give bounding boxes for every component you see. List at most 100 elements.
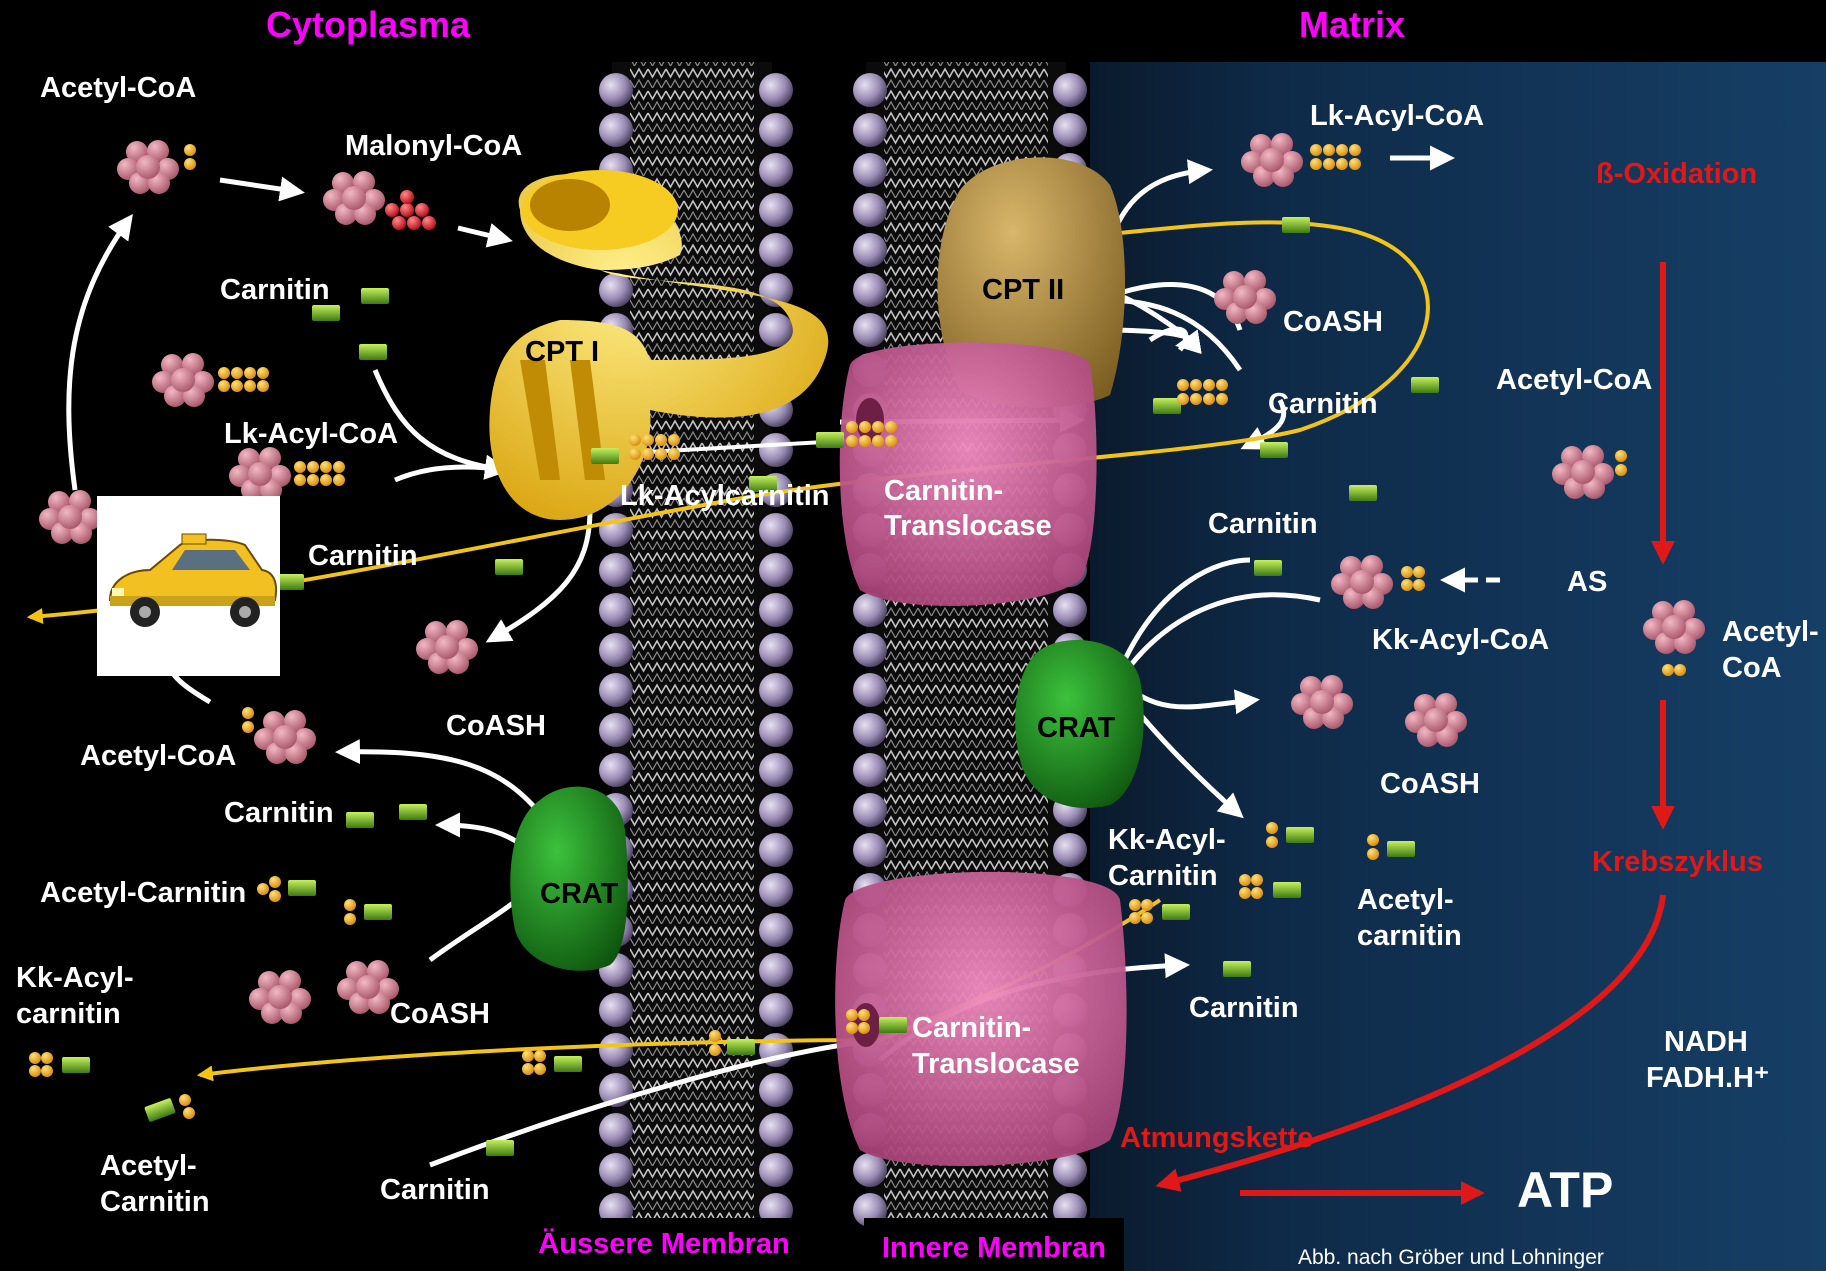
phospholipid-head	[1053, 73, 1087, 107]
outer-membrane-label-box: Äussere Membran	[505, 1218, 823, 1271]
phospholipid-head	[853, 753, 887, 787]
phospholipid-head	[1053, 1153, 1087, 1187]
phospholipid-head	[599, 753, 633, 787]
label-nadh: NADH	[1664, 1026, 1748, 1059]
phospholipid-head	[599, 113, 633, 147]
label-matrix-acetyl-carnitin-2: carnitin	[1357, 920, 1462, 953]
label-atmungskette: Atmungskette	[1120, 1122, 1313, 1155]
phospholipid-head	[759, 193, 793, 227]
phospholipid-head	[759, 113, 793, 147]
label-carnitin-upper: Carnitin	[220, 274, 330, 307]
label-carnitin-bottom: Carnitin	[380, 1174, 490, 1207]
phospholipid-head	[599, 73, 633, 107]
label-coash-lower: CoASH	[390, 998, 490, 1031]
label-matrix-carnitin-mid: Carnitin	[1208, 508, 1318, 541]
label-carnitin-lower: Carnitin	[224, 797, 334, 830]
phospholipid-head	[853, 833, 887, 867]
crat-matrix-label: CRAT	[1037, 712, 1115, 745]
phospholipid-head	[853, 713, 887, 747]
phospholipid-head	[759, 513, 793, 547]
phospholipid-head	[853, 233, 887, 267]
label-matrix-as: AS	[1567, 566, 1607, 599]
label-atp: ATP	[1517, 1162, 1613, 1218]
phospholipid-head	[759, 73, 793, 107]
label-acetyl-coa-top: Acetyl-CoA	[40, 72, 196, 105]
phospholipid-head	[759, 433, 793, 467]
label-matrix-acetyl-carnitin-1: Acetyl-	[1357, 884, 1454, 917]
phospholipid-head	[759, 993, 793, 1027]
phospholipid-head	[759, 633, 793, 667]
phospholipid-head	[599, 993, 633, 1027]
label-matrix-kk-acyl-carnitin-1: Kk-Acyl-	[1108, 824, 1226, 857]
translocase-bottom-label-1: Carnitin-	[912, 1012, 1031, 1045]
phospholipid-head	[853, 153, 887, 187]
label-lk-acyl-coa: Lk-Acyl-CoA	[224, 418, 398, 451]
label-beta-oxidation: ß-Oxidation	[1596, 158, 1757, 191]
label-matrix-lk-acyl-coa: Lk-Acyl-CoA	[1310, 100, 1484, 133]
label-krebszyklus: Krebszyklus	[1592, 846, 1763, 879]
phospholipid-head	[1053, 593, 1087, 627]
label-acetyl-carnitin: Acetyl-Carnitin	[40, 877, 246, 910]
phospholipid-head	[853, 193, 887, 227]
phospholipid-head	[599, 273, 633, 307]
phospholipid-head	[759, 833, 793, 867]
phospholipid-head	[853, 73, 887, 107]
phospholipid-head	[759, 593, 793, 627]
cpt2-label: CPT II	[982, 274, 1064, 307]
label-matrix-carnitin-top: Carnitin	[1268, 388, 1378, 421]
phospholipid-head	[853, 673, 887, 707]
credit-text: Abb. nach Gröber und Lohninger	[1298, 1246, 1604, 1270]
label-matrix-carnitin-bottom: Carnitin	[1189, 992, 1299, 1025]
label-carnitin-taxi: Carnitin	[308, 540, 418, 573]
phospholipid-head	[759, 793, 793, 827]
phospholipid-head	[599, 633, 633, 667]
phospholipid-head	[599, 1153, 633, 1187]
crat-cytoplasm-label: CRAT	[540, 878, 618, 911]
label-coash-mid: CoASH	[446, 710, 546, 743]
phospholipid-head	[599, 673, 633, 707]
phospholipid-head	[599, 713, 633, 747]
phospholipid-head	[759, 873, 793, 907]
phospholipid-head	[853, 113, 887, 147]
phospholipid-head	[759, 1113, 793, 1147]
phospholipid-head	[599, 1113, 633, 1147]
phospholipid-head	[853, 313, 887, 347]
label-acetyl-carnitin-bottom-1: Acetyl-	[100, 1150, 197, 1183]
phospholipid-head	[759, 953, 793, 987]
taxi-icon	[97, 496, 280, 676]
label-matrix-kk-acyl-carnitin-2: Carnitin	[1108, 860, 1218, 893]
label-matrix-coash-mid: CoASH	[1380, 768, 1480, 801]
inner-membrane-label-box: Innere Membran	[864, 1218, 1124, 1271]
phospholipid-head	[759, 1073, 793, 1107]
phospholipid-head	[759, 153, 793, 187]
phospholipid-head	[1053, 833, 1087, 867]
phospholipid-head	[759, 713, 793, 747]
phospholipid-head	[759, 753, 793, 787]
phospholipid-head	[759, 233, 793, 267]
phospholipid-head	[853, 633, 887, 667]
cpt1-label: CPT I	[525, 336, 599, 369]
phospholipid-head	[759, 553, 793, 587]
heading-cytoplasma: Cytoplasma	[266, 8, 470, 41]
phospholipid-head	[599, 1033, 633, 1067]
label-acetyl-carnitin-bottom-2: Carnitin	[100, 1186, 210, 1219]
translocase-bottom-label-2: Translocase	[912, 1048, 1080, 1081]
translocase-top-label-1: Carnitin-	[884, 475, 1003, 508]
phospholipid-head	[1053, 113, 1087, 147]
label-matrix-coash-top: CoASH	[1283, 306, 1383, 339]
phospholipid-head	[599, 593, 633, 627]
label-matrix-kk-acyl-coa: Kk-Acyl-CoA	[1372, 624, 1549, 657]
translocase-top-label-2: Translocase	[884, 510, 1052, 543]
label-malonyl-coa: Malonyl-CoA	[345, 130, 522, 163]
phospholipid-head	[759, 1153, 793, 1187]
label-kk-acyl-carnitin-2: carnitin	[16, 998, 121, 1031]
phospholipid-head	[599, 553, 633, 587]
heading-matrix: Matrix	[1299, 8, 1405, 41]
outer-membrane-label: Äussere Membran	[505, 1218, 823, 1271]
inner-membrane-label: Innere Membran	[864, 1218, 1124, 1271]
phospholipid-head	[759, 913, 793, 947]
phospholipid-head	[853, 793, 887, 827]
label-matrix-acetyl-coa-split-2: CoA	[1722, 652, 1782, 685]
phospholipid-head	[853, 273, 887, 307]
